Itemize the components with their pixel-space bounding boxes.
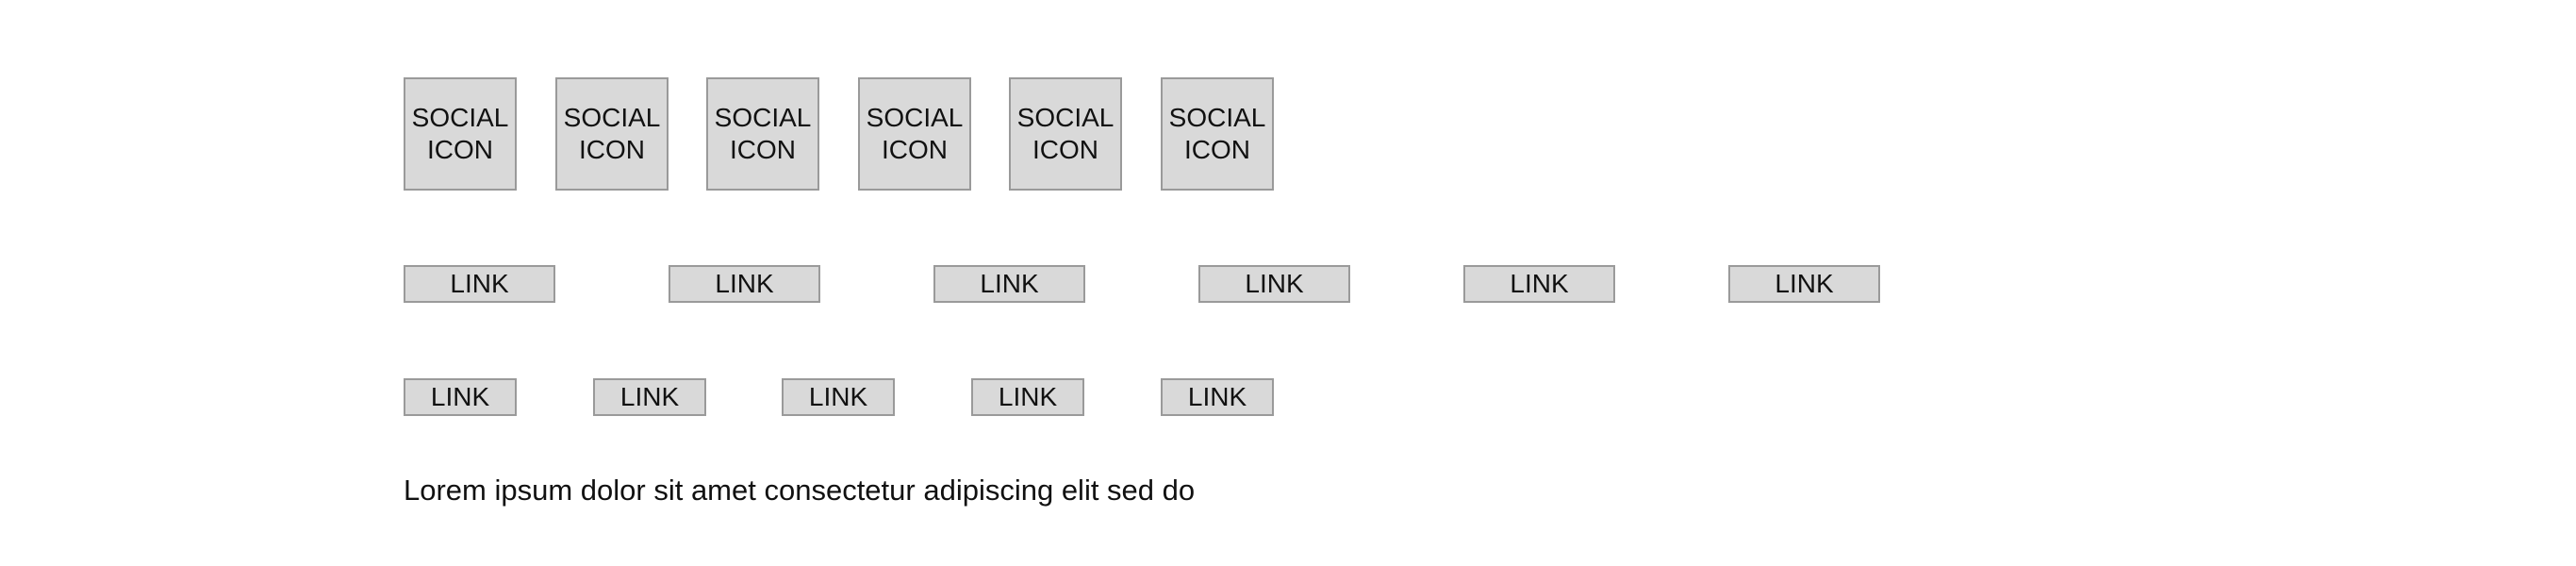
secondary-link[interactable]: LINK: [971, 378, 1084, 416]
footer-text: Lorem ipsum dolor sit amet consectetur a…: [404, 474, 1196, 507]
social-icon[interactable]: SOCIAL ICON: [858, 77, 971, 191]
secondary-link[interactable]: LINK: [1161, 378, 1274, 416]
secondary-link[interactable]: LINK: [404, 378, 517, 416]
secondary-link[interactable]: LINK: [782, 378, 895, 416]
primary-link[interactable]: LINK: [404, 265, 555, 303]
social-icon[interactable]: SOCIAL ICON: [404, 77, 517, 191]
primary-link[interactable]: LINK: [669, 265, 820, 303]
social-icon[interactable]: SOCIAL ICON: [555, 77, 669, 191]
primary-link[interactable]: LINK: [1198, 265, 1350, 303]
primary-link[interactable]: LINK: [1463, 265, 1615, 303]
secondary-link[interactable]: LINK: [593, 378, 706, 416]
primary-link[interactable]: LINK: [1728, 265, 1880, 303]
social-icon[interactable]: SOCIAL ICON: [706, 77, 819, 191]
primary-link[interactable]: LINK: [933, 265, 1085, 303]
social-icon[interactable]: SOCIAL ICON: [1009, 77, 1122, 191]
social-icon[interactable]: SOCIAL ICON: [1161, 77, 1274, 191]
